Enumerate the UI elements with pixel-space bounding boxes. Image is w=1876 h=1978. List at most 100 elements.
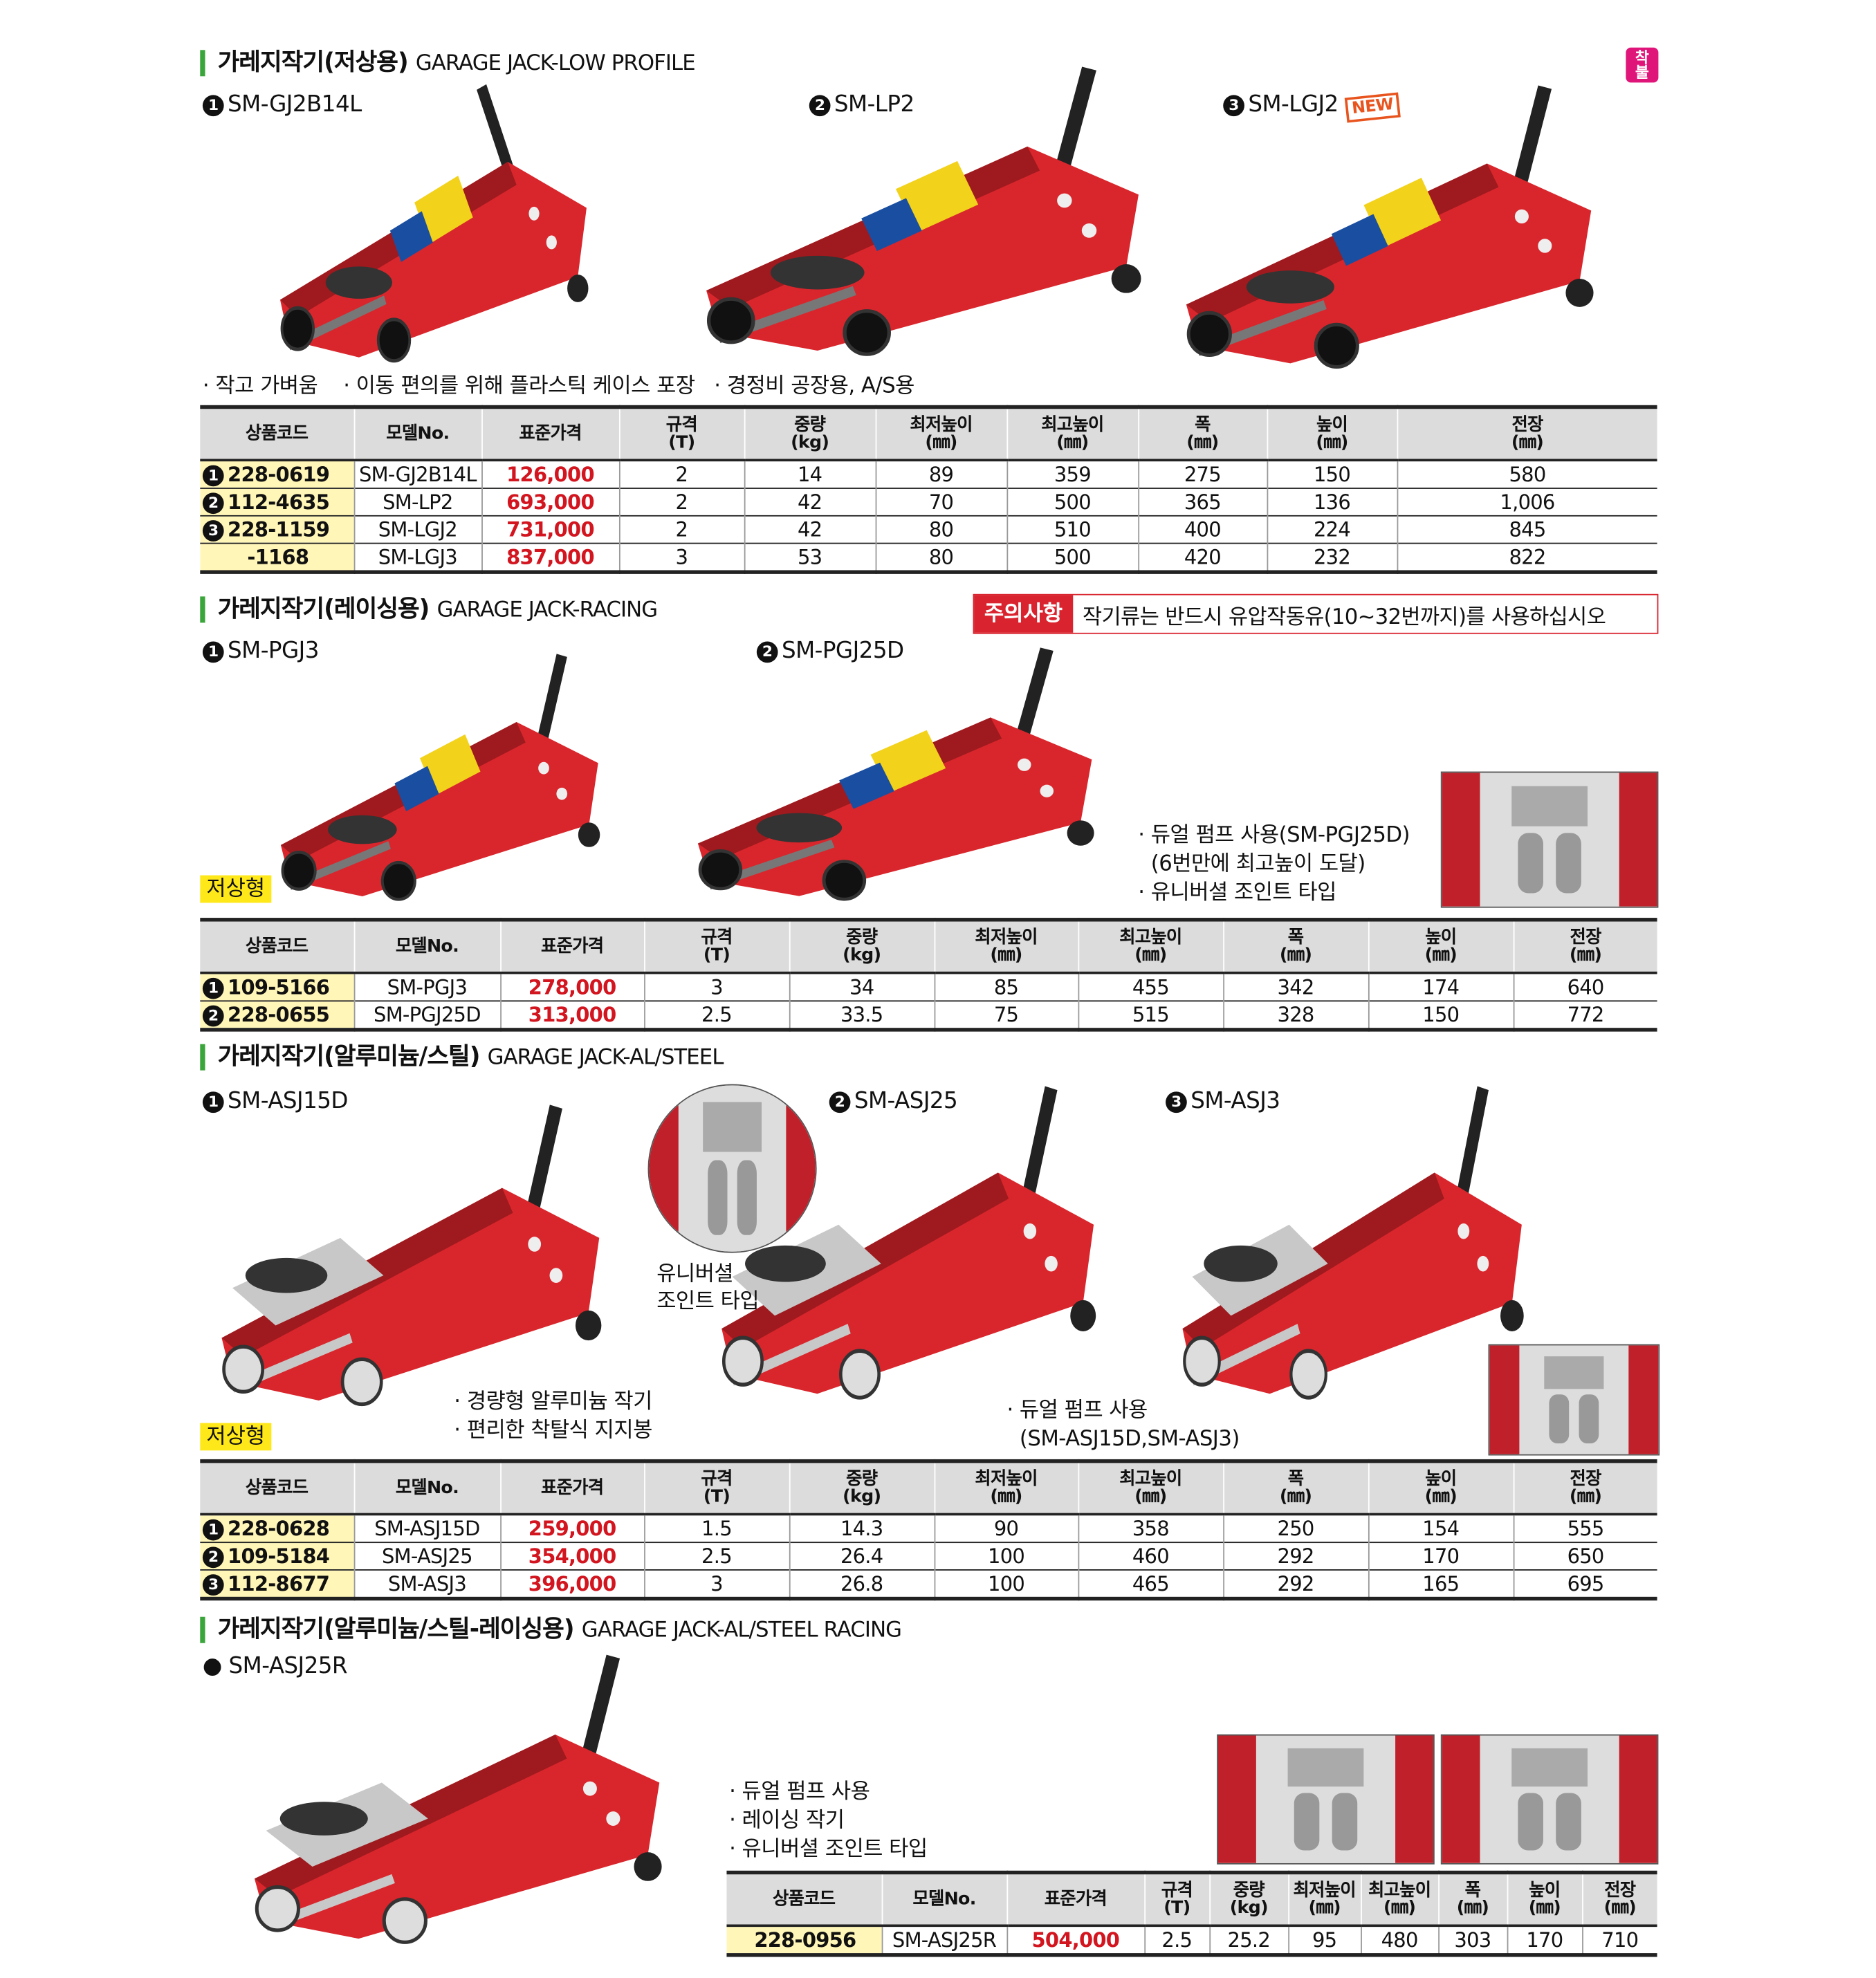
column-header: 폭(㎜)	[1437, 1872, 1507, 1926]
model-cell: SM-PGJ3	[353, 971, 501, 1001]
column-header: 최저높이(㎜)	[933, 919, 1078, 973]
low-profile-tag: 저상형	[200, 875, 272, 903]
model-cell: SM-ASJ25R	[881, 1924, 1007, 1955]
spec-cell: 170	[1368, 1542, 1514, 1570]
number-icon: 2	[202, 1005, 224, 1027]
jack-image	[263, 82, 613, 369]
spec-cell: 500	[1006, 542, 1139, 573]
title-ko: 가레지작기(알루미늄/스틸)	[217, 1042, 481, 1071]
product-code-cell: 228-0956	[726, 1924, 882, 1955]
number-icon: 3	[202, 520, 224, 542]
column-header: 최고높이(㎜)	[1360, 1872, 1439, 1926]
price-cell: 354,000	[499, 1542, 645, 1570]
spec-cell: 772	[1512, 1000, 1657, 1030]
feature-list: · 듀얼 펌프 사용 · 레이싱 작기 · 유니버셜 조인트 타입	[729, 1778, 928, 1865]
feature-list: · 경량형 알루미늄 작기 · 편리한 착탈식 지지봉	[454, 1388, 652, 1445]
spec-cell: 328	[1222, 1000, 1368, 1030]
price-cell: 313,000	[499, 1000, 645, 1030]
column-header: 최저높이(㎜)	[874, 407, 1007, 461]
model-cell: SM-PGJ25D	[353, 1000, 501, 1030]
bullet-icon: ●	[202, 1653, 222, 1680]
callout-line: 유니버셜	[656, 1261, 734, 1287]
spec-cell: 2	[618, 488, 744, 516]
product-code-cell: -1168	[200, 542, 354, 573]
spec-cell: 358	[1077, 1513, 1224, 1543]
spec-cell: 365	[1137, 488, 1267, 516]
jack-image	[681, 62, 1175, 362]
jack-image	[700, 1082, 1125, 1407]
feature-item: · 작고 가벼움	[202, 373, 318, 399]
title-ko: 가레지작기(레이싱용)	[217, 595, 430, 623]
spec-cell: 3	[618, 542, 744, 573]
spec-cell: 33.5	[788, 1000, 935, 1030]
spec-cell: 822	[1396, 542, 1657, 573]
title-ko: 가레지작기(저상용)	[217, 48, 409, 77]
column-header: 모델No.	[353, 1461, 501, 1515]
pump-detail-photo	[1217, 1734, 1435, 1865]
title-en: GARAGE JACK-AL/STEEL RACING	[581, 1618, 902, 1643]
spec-cell: 292	[1222, 1569, 1368, 1599]
spec-cell: 136	[1266, 488, 1397, 516]
number-icon: 1	[202, 1091, 224, 1113]
number-icon: 2	[202, 1546, 224, 1569]
jack-image	[263, 650, 625, 907]
column-header: 중량(kg)	[743, 407, 876, 461]
number-icon: 1	[202, 95, 224, 117]
section-title-low-profile: 가레지작기(저상용) GARAGE JACK-LOW PROFILE	[200, 48, 696, 77]
spec-cell: 95	[1287, 1924, 1361, 1955]
model-name: SM-GJ2B14L	[228, 91, 362, 118]
jack-image	[1163, 1082, 1550, 1407]
number-icon: 3	[1223, 95, 1244, 117]
price-cell: 693,000	[481, 488, 619, 516]
feature-item: · 이동 편의를 위해 플라스틱 케이스 포장	[343, 373, 695, 399]
spec-cell: 2.5	[643, 1000, 789, 1030]
spec-cell: 1.5	[643, 1513, 789, 1543]
spec-cell: 455	[1077, 971, 1224, 1001]
jack-image	[675, 644, 1125, 907]
feature-item: · 편리한 착탈식 지지봉	[454, 1418, 652, 1443]
spec-cell: 42	[743, 515, 876, 544]
price-cell: 259,000	[499, 1513, 645, 1543]
feature-item: · 레이싱 작기	[729, 1808, 845, 1833]
spec-cell: 75	[933, 1000, 1078, 1030]
section-title-racing: 가레지작기(레이싱용) GARAGE JACK-RACING	[200, 595, 658, 623]
column-header: 최저높이(㎜)	[1287, 1872, 1361, 1926]
column-header: 폭(㎜)	[1222, 1461, 1368, 1515]
spec-cell: 580	[1396, 459, 1657, 489]
spec-cell: 275	[1137, 459, 1267, 489]
model-name: SM-ASJ25	[854, 1087, 958, 1114]
feature-item: (6번만에 최고높이 도달)	[1150, 851, 1366, 877]
spec-cell: 89	[874, 459, 1007, 489]
spec-cell: 555	[1512, 1513, 1657, 1543]
model-cell: SM-LP2	[353, 488, 482, 516]
number-icon: 1	[202, 1519, 224, 1541]
number-icon: 3	[1166, 1091, 1187, 1113]
column-header: 표준가격	[1006, 1872, 1145, 1926]
column-header: 상품코드	[200, 919, 354, 973]
model-label: ● SM-ASJ25R	[202, 1653, 348, 1680]
spec-cell: 695	[1512, 1569, 1657, 1599]
spec-cell: 150	[1368, 1000, 1514, 1030]
section-title-al-steel: 가레지작기(알루미늄/스틸) GARAGE JACK-AL/STEEL	[200, 1042, 724, 1071]
column-header: 모델No.	[353, 407, 482, 461]
price-cell: 731,000	[481, 515, 619, 544]
spec-cell: 292	[1222, 1542, 1368, 1570]
spec-cell: 460	[1077, 1542, 1224, 1570]
model-name: SM-LP2	[834, 91, 914, 118]
column-header: 규격(T)	[1143, 1872, 1210, 1926]
